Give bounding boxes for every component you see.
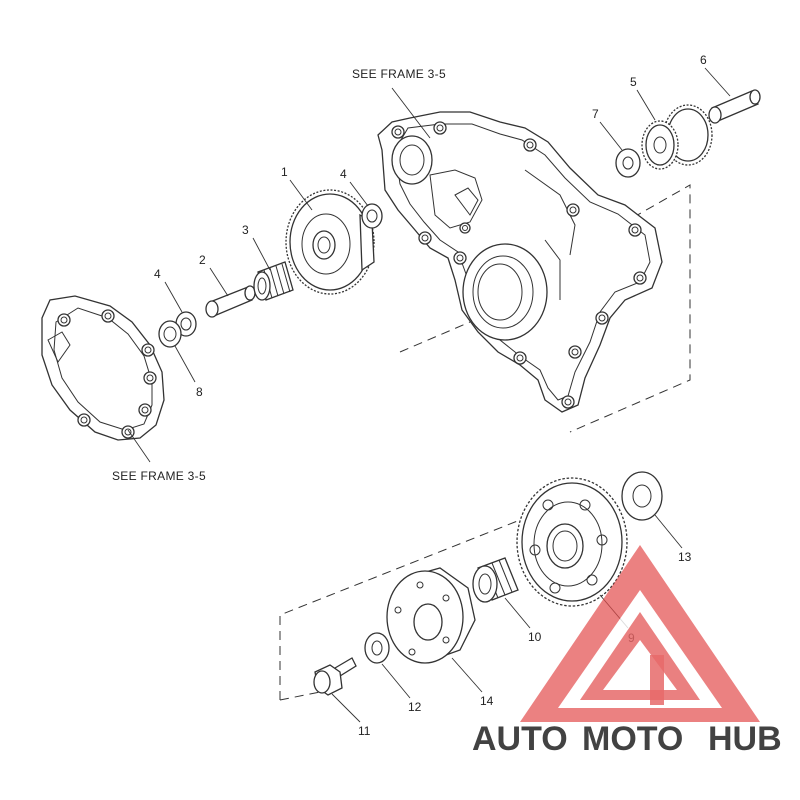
part-6-pin [708, 89, 761, 124]
callout-7: 7 [592, 107, 599, 121]
callout-12: 12 [408, 700, 422, 714]
part-3-needle-bearing [253, 261, 294, 301]
callout-14: 14 [480, 694, 494, 708]
watermark-auto-text: AUTO [472, 720, 568, 758]
callout-13: 13 [678, 550, 692, 564]
automotohub-watermark-text: AUTO MOTO HUB [472, 720, 782, 758]
callout-8: 8 [196, 385, 203, 399]
part-8-washer [158, 320, 182, 348]
see-frame-label-top: SEE FRAME 3-5 [352, 67, 446, 81]
callout-1: 1 [281, 165, 288, 179]
see-frame-label-left: SEE FRAME 3-5 [112, 469, 206, 483]
part-9-large-gear [516, 477, 628, 607]
part-5-double-gear [641, 104, 713, 170]
part-10-bearing [472, 557, 519, 603]
assembly-dashed-outline-upper [399, 184, 691, 433]
left-side-cover [41, 295, 165, 441]
callout-4-upper: 4 [340, 167, 347, 181]
part-13-washer [621, 471, 663, 521]
callout-4-left: 4 [154, 267, 161, 281]
callout-6: 6 [700, 53, 707, 67]
part-2-shaft [205, 285, 256, 318]
callout-3: 3 [242, 223, 249, 237]
callout-2: 2 [199, 253, 206, 267]
part-11-bolt [313, 657, 357, 696]
assembly-dashed-outline-lower [279, 519, 521, 701]
crankcase-cover [377, 111, 663, 413]
part-1-idler-gear [285, 189, 375, 295]
watermark-moto-text: MOTO [582, 720, 683, 758]
callout-11: 11 [358, 724, 371, 738]
part-14-clutch-hub [386, 567, 476, 664]
callout-5: 5 [630, 75, 637, 89]
watermark-hub-text: HUB [708, 720, 782, 758]
part-4-washer-upper [361, 203, 383, 229]
callout-10: 10 [528, 630, 542, 644]
part-12-washer [364, 632, 390, 664]
part-7-washer [615, 148, 641, 178]
automotohub-watermark-logo [520, 545, 760, 722]
